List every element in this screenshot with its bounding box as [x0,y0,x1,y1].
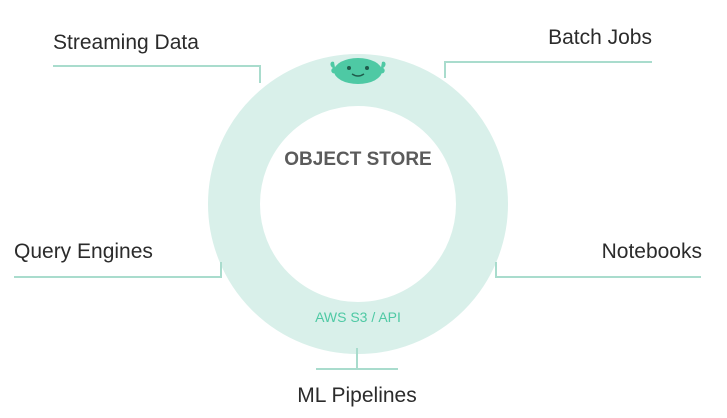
object-store-title: OBJECT STORE [284,149,432,170]
object-store-ring [208,54,508,354]
connector-notebooks [495,262,701,278]
label-ml-pipelines: ML Pipelines [297,384,417,407]
connector-batch-jobs [444,61,652,78]
label-batch-jobs: Batch Jobs [548,26,652,49]
label-query-engines: Query Engines [14,240,153,263]
label-notebooks: Notebooks [601,240,702,263]
label-streaming-data: Streaming Data [53,31,199,54]
object-store-subtitle: AWS S3 / API [315,309,401,325]
connector-query-engines [14,262,222,278]
axolotl-mascot-icon [330,58,386,84]
connector-streaming-data [53,65,261,83]
